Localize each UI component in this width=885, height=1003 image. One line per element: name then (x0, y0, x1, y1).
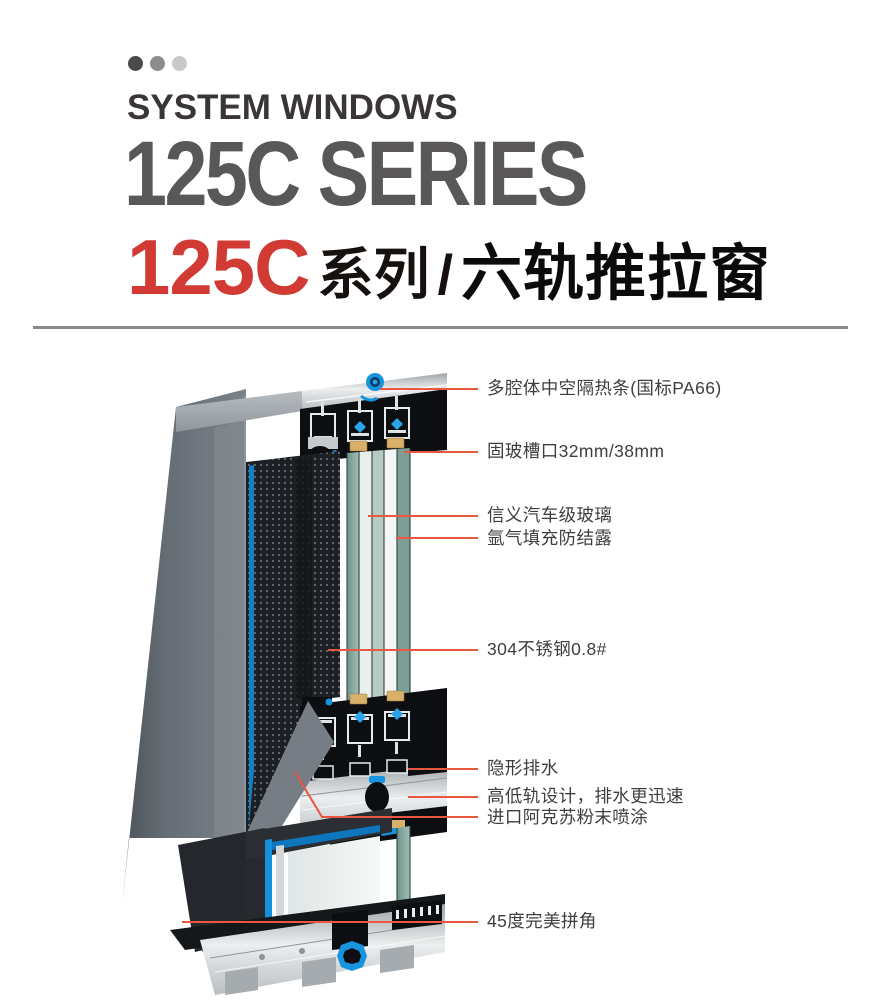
callout-glazing-slot: 固玻槽口32mm/38mm (487, 441, 665, 461)
bottom-sill-section (170, 894, 446, 995)
dot-dark (128, 56, 143, 71)
callout-thermal-break-strip: 多腔体中空隔热条(国标PA66) (487, 378, 722, 398)
callout-high-low-track: 高低轨设计，排水更迅速 (487, 786, 684, 806)
leader-lines (182, 388, 478, 923)
callout-powder-coating: 进口阿克苏粉末喷涂 (487, 807, 649, 827)
callout-stainless-steel: 304不锈钢0.8# (487, 639, 607, 659)
insect-mesh (246, 451, 340, 835)
decoration-dots (128, 56, 187, 71)
callout-mitred-corner: 45度完美拼角 (487, 911, 597, 931)
series-title-cn: 125C 系列 / 六轨推拉窗 (127, 228, 771, 306)
series-title-en: 125C SERIES (124, 123, 588, 225)
callout-auto-grade-glass: 信义汽车级玻璃 (487, 505, 613, 525)
eyebrow-title: SYSTEM WINDOWS (127, 88, 458, 127)
product-name: 六轨推拉窗 (461, 239, 772, 307)
divider-line (33, 326, 848, 329)
callout-hidden-drainage: 隐形排水 (487, 758, 559, 778)
dot-medium (150, 56, 165, 71)
leader-powder-coating (294, 771, 478, 818)
series-code: 125C (127, 223, 310, 311)
series-suffix: 系列 (317, 243, 430, 306)
series-separator: / (437, 243, 454, 306)
head-rail-section (176, 373, 448, 462)
frame-jamb (122, 389, 246, 906)
dot-light (172, 56, 187, 71)
triple-glazing (346, 448, 411, 702)
callout-argon-filling: 氩气填充防结露 (487, 528, 613, 548)
